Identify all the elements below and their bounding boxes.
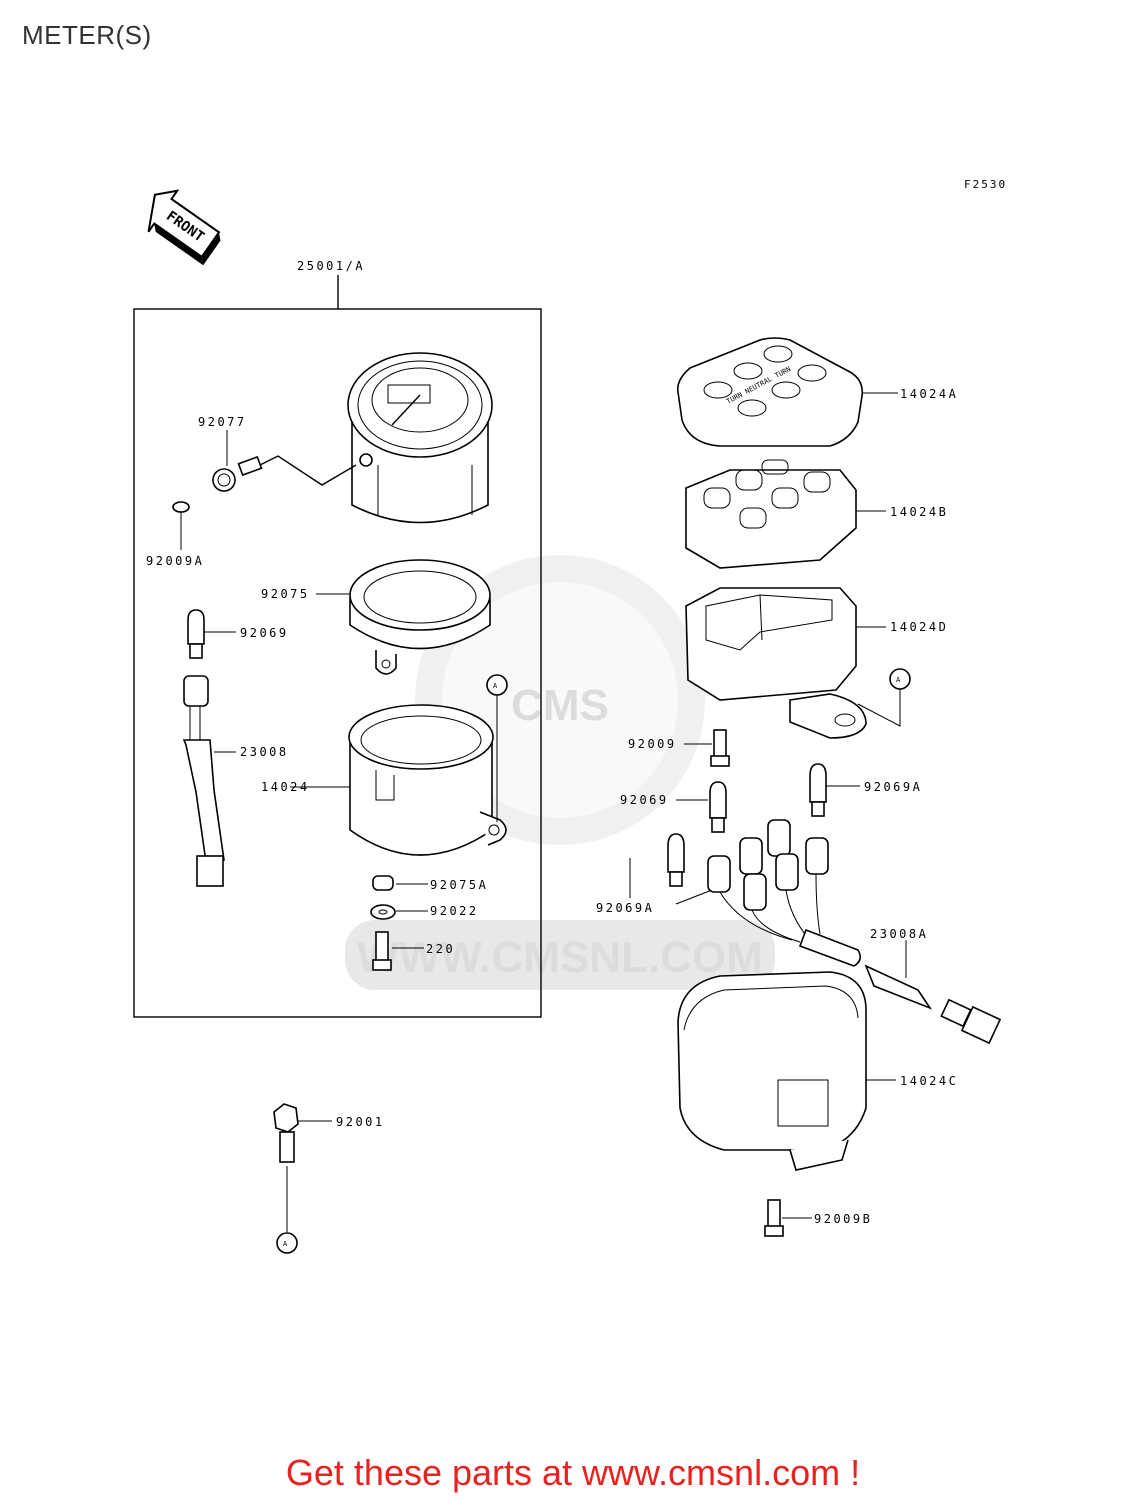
part-92001: 92001 A: [273, 1103, 385, 1254]
label-92022: 92022: [430, 904, 479, 918]
part-14024A: TURN NEUTRAL TURN 14024A: [676, 337, 958, 447]
watermark-logo: CMS: [511, 681, 609, 730]
label-23008: 23008: [240, 745, 289, 759]
label-92069A: 92069A: [864, 780, 922, 794]
part-92022: 92022: [370, 904, 479, 920]
part-92075A: 92075A: [372, 875, 488, 892]
part-92069A-left: 92069A: [596, 833, 713, 915]
label-92077: 92077: [198, 415, 247, 429]
watermark-text: WWW.CMSNL.COM: [357, 933, 763, 982]
part-92009: 92009: [628, 729, 730, 767]
part-14024B: 14024B: [685, 459, 948, 569]
label-92075: 92075: [261, 587, 310, 601]
assembly-box: 25001/A: [133, 259, 542, 1018]
label-14024D: 14024D: [890, 620, 948, 634]
speedometer: [347, 352, 493, 524]
label-92009B: 92009B: [814, 1212, 872, 1226]
label-25001A: 25001/A: [297, 259, 365, 273]
front-arrow: FRONT: [147, 189, 221, 266]
part-92069-right: 92069: [620, 781, 727, 833]
part-92075: 92075: [261, 559, 491, 675]
callout-a-right: A: [857, 668, 911, 727]
label-14024: 14024: [261, 780, 310, 794]
part-92077: 92077: [198, 415, 357, 492]
label-220: 220: [426, 942, 455, 956]
callout-a-left-assembly: A: [486, 674, 508, 822]
part-92069A: 92069A: [809, 763, 922, 817]
label-92009: 92009: [628, 737, 677, 751]
figure-code: F2530: [964, 178, 1008, 191]
label-92001: 92001: [336, 1115, 385, 1129]
part-92069: 92069: [187, 609, 289, 659]
svg-text:A: A: [493, 682, 498, 690]
part-14024D: 14024D: [685, 587, 948, 739]
label-14024B: 14024B: [890, 505, 948, 519]
part-92009B: 92009B: [764, 1199, 872, 1237]
part-14024: 14024: [261, 704, 507, 856]
label-92069-right: 92069: [620, 793, 669, 807]
label-92069: 92069: [240, 626, 289, 640]
label-92069A-left: 92069A: [596, 901, 654, 915]
part-220: 220: [372, 931, 455, 971]
footer-link[interactable]: Get these parts at www.cmsnl.com !: [285, 1452, 861, 1493]
label-14024A: 14024A: [900, 387, 958, 401]
label-23008A: 23008A: [870, 927, 928, 941]
part-14024C: 14024C: [677, 971, 958, 1171]
part-23008A: 23008A: [707, 819, 1002, 1045]
svg-text:A: A: [896, 676, 901, 684]
part-92009A: 92009A: [146, 501, 204, 568]
label-92075A: 92075A: [430, 878, 488, 892]
label-14024C: 14024C: [900, 1074, 958, 1088]
page-title: METER(S): [22, 20, 152, 50]
svg-text:A: A: [283, 1240, 288, 1248]
part-23008: 23008: [182, 675, 289, 887]
label-92009A: 92009A: [146, 554, 204, 568]
